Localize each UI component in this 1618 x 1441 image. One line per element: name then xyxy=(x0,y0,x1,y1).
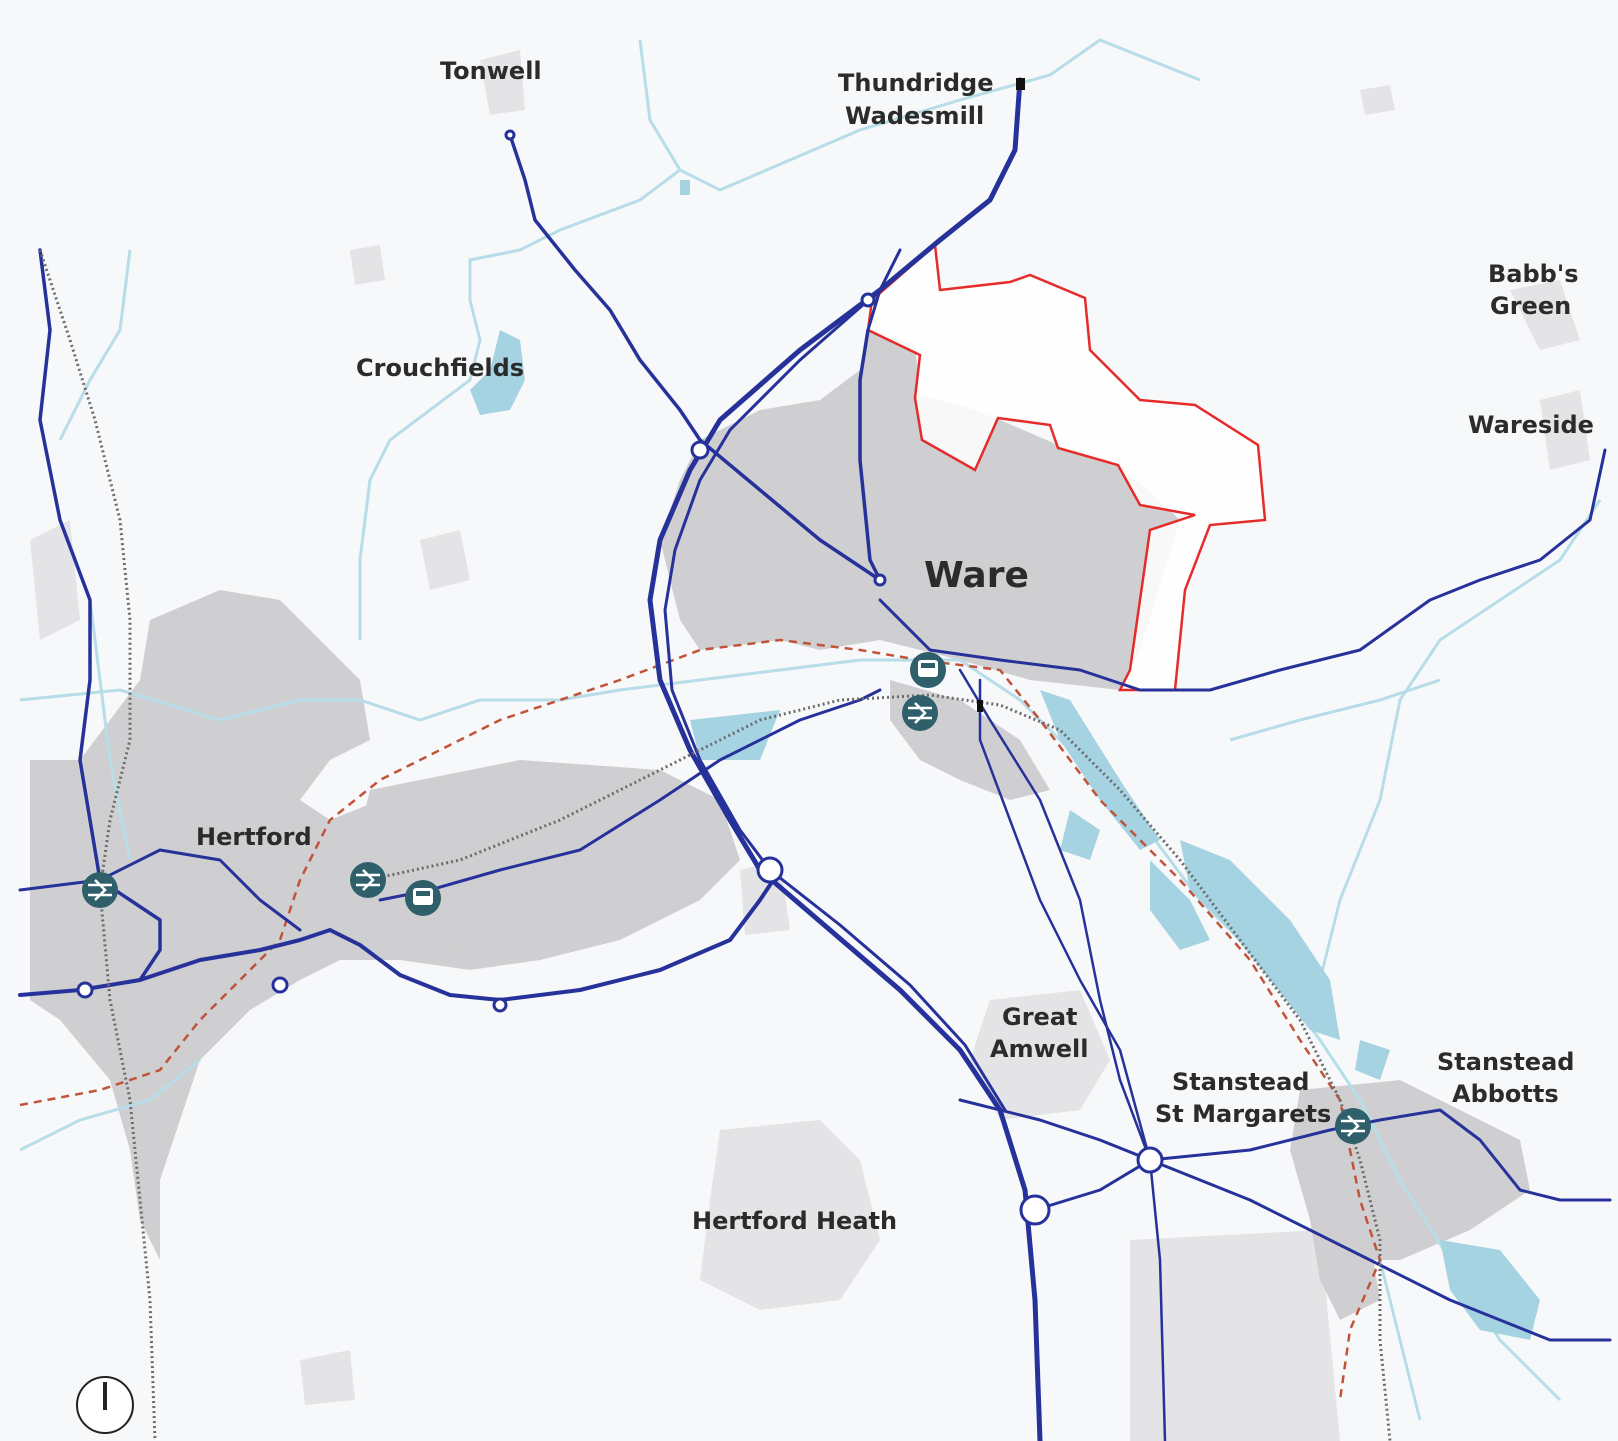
lake-lea-4 xyxy=(1060,810,1100,860)
road-a10 xyxy=(647,77,1043,1441)
stream-east xyxy=(1229,678,1441,742)
road-hertford-west xyxy=(38,248,162,982)
roundabout xyxy=(873,573,887,587)
north-arrow-icon xyxy=(76,1376,134,1434)
roundabout xyxy=(690,440,710,460)
place-labels: Tonwell Thundridge Wadesmill Babb's Gree… xyxy=(196,57,1594,1235)
roundabout xyxy=(504,129,516,141)
settlement-wareside xyxy=(1540,390,1590,470)
label-green: Green xyxy=(1490,292,1571,320)
road-a414 xyxy=(18,868,782,1002)
settlement-patch-4 xyxy=(350,245,385,285)
settlement-patch-6 xyxy=(300,1350,355,1405)
settlement-south xyxy=(1130,1230,1340,1441)
road-a1170 xyxy=(508,133,882,582)
label-wadesmill: Wadesmill xyxy=(845,102,984,130)
stations xyxy=(82,78,1371,1144)
urban-ware xyxy=(660,330,1180,690)
roundabout xyxy=(1136,1146,1164,1174)
settlement-patch-1 xyxy=(420,530,470,590)
lake-1 xyxy=(680,180,690,195)
settlement-patch-3 xyxy=(1360,85,1395,115)
label-st-margarets: St Margarets xyxy=(1155,1100,1331,1128)
rail-hertford-east xyxy=(367,693,1392,1441)
urban-stanstead-south xyxy=(1310,1220,1380,1320)
roundabouts xyxy=(76,129,1164,1226)
road-hertford-ware xyxy=(378,688,882,902)
national-rail-icon[interactable] xyxy=(1335,1108,1371,1144)
river-rib xyxy=(638,38,1201,192)
lake-south-east xyxy=(1440,1240,1540,1340)
label-stanstead-abbotts-1: Stanstead xyxy=(1437,1048,1574,1076)
lake-stanstead xyxy=(1355,1040,1390,1080)
road-stanstead-south xyxy=(1148,1158,1612,1342)
national-rail-icon[interactable] xyxy=(82,872,118,908)
roundabout xyxy=(492,997,508,1013)
river-ash xyxy=(1318,499,1602,981)
roads xyxy=(18,77,1612,1441)
label-abbotts: Abbotts xyxy=(1452,1080,1559,1108)
settlement-great-amwell xyxy=(970,990,1110,1120)
label-hertford: Hertford xyxy=(196,823,312,851)
road-hertford-north xyxy=(98,848,302,932)
national-rail-icon[interactable] xyxy=(902,695,938,731)
bus-icon[interactable] xyxy=(405,880,441,916)
label-wareside: Wareside xyxy=(1468,411,1594,439)
roundabout xyxy=(756,856,784,884)
railways xyxy=(38,249,1392,1441)
settlement-patch-2 xyxy=(480,50,525,115)
label-amwell: Amwell xyxy=(990,1035,1088,1063)
label-crouchfields: Crouchfields xyxy=(356,354,524,382)
label-great: Great xyxy=(1002,1003,1077,1031)
stream-south xyxy=(1378,1259,1422,1421)
label-babbs: Babb's xyxy=(1488,260,1578,288)
roundabout xyxy=(860,292,876,308)
rail-terminus-marker xyxy=(1016,78,1025,90)
settlement-west xyxy=(30,520,80,640)
label-thundridge: Thundridge xyxy=(838,69,994,97)
road-great-amwell-spur xyxy=(1033,1158,1152,1212)
roundabout xyxy=(76,981,94,999)
label-ware: Ware xyxy=(924,555,1029,596)
label-stanstead-st-margarets-1: Stanstead xyxy=(1172,1068,1309,1096)
stream-south-west xyxy=(19,1058,201,1152)
river-lea xyxy=(19,658,1562,1402)
lake-lea-2 xyxy=(1180,840,1340,1040)
settlement-babbs xyxy=(1510,280,1580,350)
light-settlements xyxy=(30,50,1590,1441)
rail-marker xyxy=(977,700,983,712)
dashed-boundary xyxy=(19,638,1382,1401)
road-ware-sw xyxy=(978,678,1152,1162)
lake-lea-3 xyxy=(1150,860,1210,950)
river-rib-north xyxy=(358,168,681,640)
label-tonwell: Tonwell xyxy=(440,57,542,85)
lake-crouchfields xyxy=(470,330,525,415)
lake-basin xyxy=(690,710,780,760)
road-a10-parallel xyxy=(663,288,1007,1112)
road-ware-south xyxy=(958,668,1167,1441)
bus-icon[interactable] xyxy=(910,652,946,688)
road-ware-north xyxy=(866,248,902,332)
stream-west xyxy=(58,249,132,441)
roundabout xyxy=(1019,1194,1051,1226)
road-ware-east xyxy=(878,448,1607,692)
national-rail-icon[interactable] xyxy=(350,862,386,898)
roundabout xyxy=(271,976,289,994)
label-hertford-heath: Hertford Heath xyxy=(692,1207,897,1235)
settlement-hertford-heath xyxy=(700,1120,880,1310)
